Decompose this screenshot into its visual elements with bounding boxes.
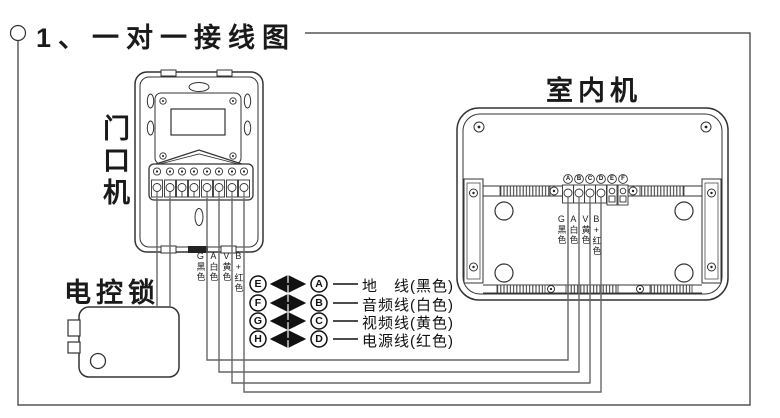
legend-desc-power: 电源线(红色) — [362, 333, 454, 350]
bottom-rail — [483, 284, 702, 294]
indoor-wire-label-power: B+红色 — [591, 214, 602, 256]
door-top-tab — [216, 69, 233, 77]
terminal — [606, 184, 618, 206]
panel-screw-icons — [159, 97, 237, 160]
lock-cylinder — [89, 352, 107, 370]
terminal-letter: D — [599, 176, 604, 182]
door-bottom-tab — [160, 245, 177, 254]
legend-row: E A — [249, 275, 358, 293]
indoor-unit-label: 室内机 — [546, 76, 642, 106]
door-wire-label-audio: A白色 — [208, 251, 219, 282]
bottom-slot — [194, 208, 204, 226]
door-top-tab — [160, 69, 177, 77]
door-station-drawing — [134, 69, 264, 254]
terminal — [617, 184, 629, 206]
terminal — [238, 167, 250, 198]
left-mounting-rail — [463, 178, 484, 284]
terminal — [188, 167, 200, 198]
door-wire-label-video: V黄色 — [221, 251, 232, 282]
legend-from-letter: G — [254, 315, 262, 327]
camera-window — [170, 108, 226, 136]
door-bottom-connector — [188, 246, 208, 253]
indoor-unit-drawing: A B C D E F — [456, 107, 729, 301]
frame-corner-circle — [9, 24, 27, 42]
terminal — [562, 184, 574, 204]
legend-from-letter: F — [255, 297, 262, 309]
frame-border — [17, 32, 751, 406]
indoor-wire-label-video: V黄色 — [580, 214, 591, 245]
lock-latch — [67, 319, 81, 337]
indoor-wire-label-ground: G黑色 — [556, 214, 567, 245]
legend-to-letter: A — [315, 278, 323, 290]
diagram-frame — [9, 24, 751, 406]
top-rail — [483, 185, 702, 197]
terminal — [201, 167, 213, 198]
terminal — [584, 184, 596, 204]
legend-to-letter: C — [315, 315, 323, 327]
door-wire-label-ground: G黑色 — [195, 251, 206, 282]
legend-desc-audio: 音频线(白色) — [362, 297, 454, 314]
diagram-title: 1、一对一接线图 — [36, 23, 297, 53]
door-wire-label-power: B+红色 — [233, 251, 244, 293]
terminal — [151, 167, 163, 198]
legend-row: G C — [249, 312, 358, 330]
legend-graphics: E A F B G C H D — [249, 275, 358, 348]
legend-to-letter: D — [315, 333, 323, 345]
mounting-holes — [494, 201, 694, 283]
legend-to-letter: B — [315, 297, 323, 309]
indoor-wire-label-audio: A白色 — [568, 214, 579, 245]
wire-video-yellow — [231, 198, 591, 384]
door-bottom-tab — [220, 245, 237, 254]
wire-audio-white — [218, 198, 580, 373]
wire-ground-black — [206, 198, 569, 361]
electric-lock-label: 电控锁 — [64, 278, 160, 308]
indoor-terminal-labels: A B C D E F — [563, 174, 628, 184]
terminal-letter: F — [621, 176, 625, 182]
legend-row: F B — [249, 294, 358, 312]
legend-from-letter: H — [254, 333, 262, 345]
indoor-terminals — [562, 184, 629, 206]
legend-from-letter: E — [254, 278, 261, 290]
terminal — [573, 184, 585, 204]
terminal — [164, 167, 176, 198]
legend-row: H D — [249, 330, 358, 348]
right-mounting-rail — [701, 178, 722, 284]
wires — [156, 198, 602, 393]
terminal-letter: B — [577, 176, 582, 182]
legend-desc-ground: 地 线(黑色) — [362, 278, 454, 295]
legend-desc-video: 视频线(黄色) — [362, 315, 454, 332]
terminal — [595, 184, 607, 204]
case-screw-icons — [473, 121, 712, 133]
side-slots — [146, 93, 252, 136]
lock-latch — [67, 341, 81, 354]
terminal — [226, 167, 238, 198]
speaker-slot — [188, 82, 210, 92]
wire-power-red — [243, 198, 602, 393]
terminal — [176, 167, 188, 198]
terminal-letter: C — [588, 176, 593, 182]
door-terminals — [151, 167, 250, 198]
terminal — [213, 167, 225, 198]
door-station-label: 门口机 — [99, 114, 129, 210]
terminal-letter: E — [610, 176, 614, 182]
electric-lock-drawing — [67, 306, 180, 378]
terminal-letter: A — [566, 176, 571, 182]
